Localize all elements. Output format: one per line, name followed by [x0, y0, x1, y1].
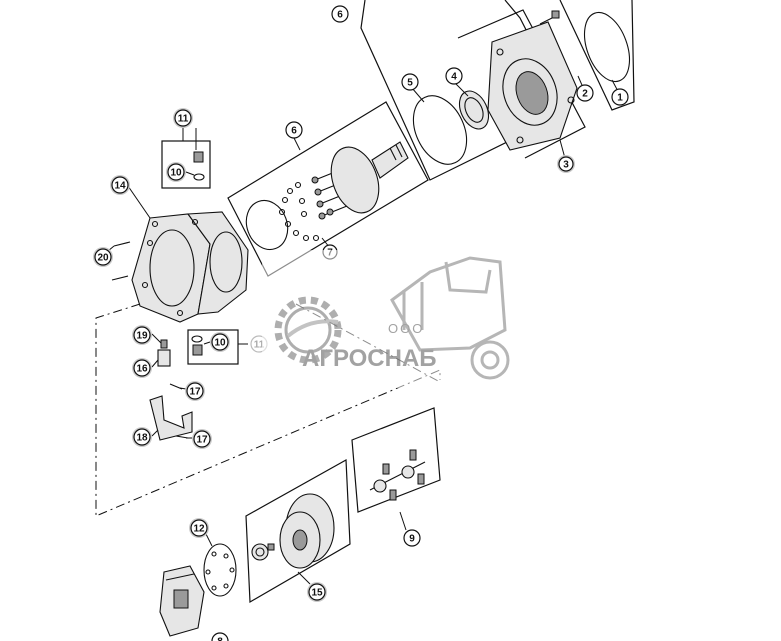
cylinder-bore — [292, 529, 308, 551]
callout-label: 8 — [217, 637, 223, 641]
callout: 10 — [166, 162, 186, 182]
plug-box-top — [161, 140, 211, 189]
plug-box-bottom — [187, 329, 239, 365]
housing-hole — [191, 218, 199, 226]
callout-label: 14 — [114, 181, 126, 192]
callout-label: 15 — [311, 588, 323, 599]
callout-label: 10 — [170, 168, 182, 179]
callout-label: 5 — [407, 78, 413, 89]
callout-label: 10 — [214, 338, 226, 349]
o-ring-10-top — [193, 173, 205, 181]
bracket-18 — [149, 395, 193, 441]
flange-bolt-hole — [496, 48, 504, 56]
plug-11b — [192, 344, 203, 356]
end-cover-port — [173, 589, 189, 609]
housing-body-bore — [209, 231, 243, 293]
callout-label: 4 — [451, 72, 457, 83]
callout: 20 — [93, 247, 113, 267]
valve-plate-holes — [205, 551, 235, 591]
callout: 6 — [285, 121, 303, 139]
callout: 15 — [307, 582, 327, 602]
callout-label: 9 — [409, 534, 415, 545]
callout: 3 — [557, 155, 575, 173]
gear-icon — [274, 296, 342, 364]
callout: 8 — [211, 632, 229, 641]
seal-ring-5 — [412, 95, 468, 165]
watermark: ООО АГРОСНАБ — [262, 250, 534, 388]
callout: 17 — [185, 381, 205, 401]
group-frame-15 — [245, 459, 351, 604]
group-frame-1 — [559, 0, 635, 111]
plug-11 — [193, 151, 204, 163]
sensor-19 — [160, 339, 168, 349]
combine-harvester-icon — [390, 256, 510, 380]
valve-9 — [369, 449, 426, 501]
shaft-seal-4-inner — [464, 97, 484, 123]
callout-label: 12 — [193, 524, 205, 535]
group-frame-6 — [360, 0, 569, 181]
callout-label: 18 — [136, 433, 148, 444]
flange-bore — [502, 58, 558, 126]
flange-bolt-hole — [567, 96, 575, 104]
group-frame-9 — [351, 407, 441, 513]
drive-shaft — [371, 141, 409, 179]
piston-ring-set — [278, 181, 320, 242]
housing-hole — [141, 281, 149, 289]
callout: 2 — [576, 84, 594, 102]
callout-label: 11 — [254, 340, 265, 351]
o-ring-10-bottom — [191, 335, 203, 343]
callout-label: 2 — [582, 89, 588, 100]
callout: 17 — [192, 429, 212, 449]
leader-lines — [101, 75, 621, 585]
bolt-head-2 — [551, 10, 560, 19]
stud-20 — [111, 275, 129, 281]
housing-bore — [149, 229, 195, 307]
callout-label: 20 — [97, 253, 109, 264]
bearing-15 — [251, 543, 269, 561]
callout: 1 — [611, 88, 629, 106]
callout-label: 6 — [337, 10, 343, 21]
callout-label: 16 — [136, 364, 148, 375]
callout: 16 — [132, 358, 152, 378]
sensor-body-16 — [157, 349, 171, 367]
callout: 14 — [110, 175, 130, 195]
flange-bore-inner — [515, 71, 549, 115]
callout-label: 1 — [617, 93, 623, 104]
drive-flange — [330, 146, 380, 214]
callout: 10 — [210, 332, 230, 352]
callout: 11 — [173, 108, 193, 128]
callout-label: 11 — [178, 114, 189, 125]
housing-hole — [176, 309, 184, 317]
ring-8 — [245, 199, 289, 251]
stud-20 — [113, 241, 131, 247]
callout-label: 19 — [136, 331, 148, 342]
group-frame-8 — [227, 101, 429, 277]
flange-bolt-hole — [516, 136, 524, 144]
watermark-company-name: АГРОСНАБ — [302, 345, 437, 372]
callout-label: 3 — [563, 160, 569, 171]
shaft-seal-4 — [458, 90, 490, 130]
callout: 4 — [445, 67, 463, 85]
bearing-15-inner — [255, 547, 265, 557]
callout: 9 — [403, 529, 421, 547]
shaft-spline — [389, 144, 403, 161]
spring-15 — [267, 543, 275, 551]
watermark-prefix: ООО — [388, 321, 424, 336]
housing-hole — [146, 239, 154, 247]
callout: 19 — [132, 325, 152, 345]
callout-label: 17 — [189, 387, 201, 398]
end-cover-rib — [165, 573, 195, 581]
valve-plate-12 — [203, 543, 237, 597]
callout: 6 — [331, 5, 349, 23]
callout: 5 — [401, 73, 419, 91]
callout: 12 — [189, 518, 209, 538]
callout: 18 — [132, 427, 152, 447]
callout-label: 17 — [196, 435, 208, 446]
callout-label: 6 — [291, 126, 297, 137]
o-ring-1 — [583, 11, 631, 83]
housing-hole — [151, 220, 159, 228]
